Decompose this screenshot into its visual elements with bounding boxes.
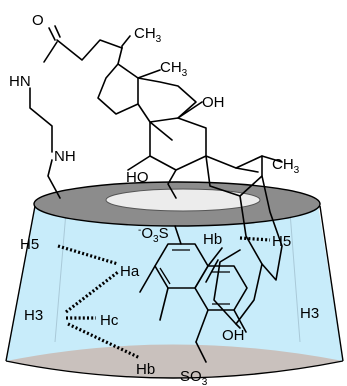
linker-chain — [29, 25, 123, 199]
label-h3-left: H3 — [24, 307, 43, 324]
label-ha: Ha — [120, 263, 140, 280]
label-carbonyl-o: O — [32, 12, 44, 29]
label-methyl-top: CH3 — [134, 25, 162, 45]
label-amine-nh: NH — [54, 148, 76, 165]
label-h5-right: H5 — [272, 233, 291, 250]
label-methyl-lower: CH3 — [272, 156, 300, 176]
cone-body — [6, 204, 343, 378]
label-methyl-mid: CH3 — [160, 59, 188, 79]
interaction-dashes — [57, 236, 271, 360]
label-h5-left: H5 — [20, 236, 39, 253]
steroid-skeleton — [97, 35, 283, 329]
label-hb-bottom: Hb — [136, 361, 155, 378]
label-hc: Hc — [100, 312, 119, 329]
label-ho-left: HO — [126, 169, 149, 186]
cyclodextrin-cone — [5, 181, 344, 379]
label-oh-bottom: OH — [222, 327, 245, 344]
cone-bottom-rim — [6, 344, 343, 378]
naphthalene-guest — [139, 225, 248, 363]
cone-top-opening — [105, 188, 261, 212]
label-sulfonate-top: -O3S — [138, 225, 169, 245]
label-sulfonate-bottom: SO3 — [180, 368, 208, 386]
label-oh-right: OH — [202, 94, 225, 111]
label-hb-right: Hb — [203, 231, 222, 248]
cone-outline — [5, 205, 344, 379]
atom-labels: O HN NH CH3 CH3 OH HO CH3 OH -O3S SO3 H5… — [9, 12, 319, 386]
label-h3-right: H3 — [300, 305, 319, 322]
cone-inner-lines — [54, 211, 301, 343]
label-amide-hn: HN — [9, 73, 31, 90]
